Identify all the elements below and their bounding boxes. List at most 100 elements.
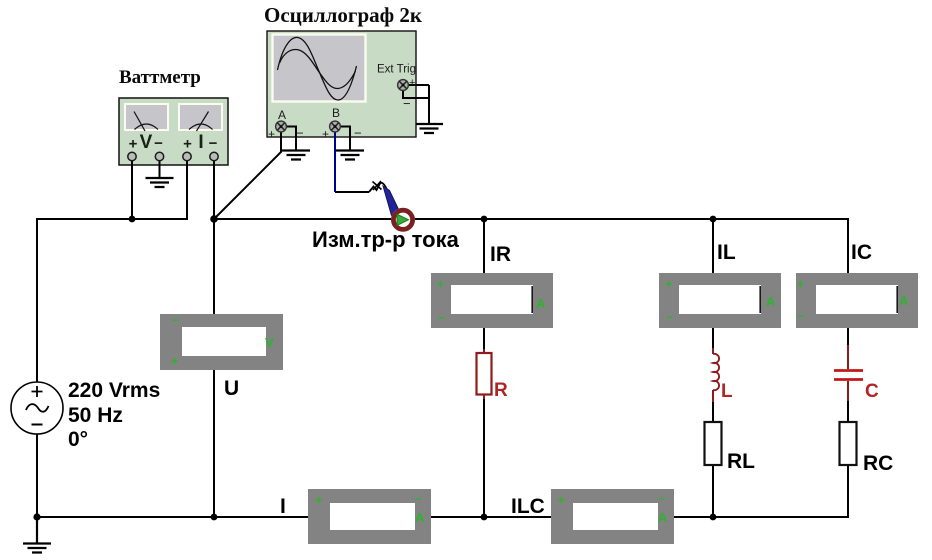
junction-dot <box>210 513 218 521</box>
junction-dot <box>709 215 717 223</box>
wattmeter-i-plus: + <box>183 136 192 153</box>
oscilloscope-screen <box>271 33 367 103</box>
oscilloscope-title: Осциллограф 2к <box>264 3 423 27</box>
inductor-l-label: L <box>721 381 733 402</box>
wire-top-bus-right[interactable] <box>214 218 849 273</box>
meter-block-ir[interactable]: + − A IR <box>431 243 553 328</box>
meter-il-label: IL <box>717 241 736 264</box>
meter-il-plus: + <box>665 277 672 291</box>
resistor-r-body[interactable] <box>475 351 493 396</box>
probe-ring[interactable] <box>390 207 415 232</box>
source-frequency-label: 50 Hz <box>68 404 123 427</box>
wattmeter-voltage-scale-arc <box>134 123 159 130</box>
wattmeter-terminal-iplus[interactable] <box>182 151 192 162</box>
wires <box>36 191 849 518</box>
meter-block-il[interactable]: + − A IL <box>659 241 781 328</box>
meter-block-ic[interactable]: + − A IC <box>796 241 918 328</box>
current-probe[interactable]: Изм.тр-р тока <box>312 180 460 252</box>
meter-block-i[interactable]: + − A I <box>280 489 431 544</box>
wire-oscA-diagonal[interactable] <box>213 131 282 220</box>
meter-ilc-plus: + <box>558 493 565 507</box>
wattmeter-current-display <box>178 103 223 131</box>
exttrig-label: Ext Trig <box>377 64 416 76</box>
meter-ir-label: IR <box>490 243 511 266</box>
resistor-rc[interactable]: RC <box>838 420 894 475</box>
meter-u-display <box>182 327 266 356</box>
capacitor-c-label: C <box>865 381 879 402</box>
meter-u-label: U <box>224 377 239 400</box>
meter-ilc-label: ILC <box>511 495 545 518</box>
wattmeter-wires <box>131 157 215 314</box>
junction-dot <box>480 513 488 521</box>
wattmeter-terminal-iminus[interactable] <box>209 151 219 162</box>
probe-squiggle-wire <box>368 181 388 193</box>
exttrig-terminal[interactable] <box>396 78 410 92</box>
channel-a-plus: + <box>268 127 275 141</box>
capacitor-c[interactable]: C <box>834 345 879 402</box>
ground-exttrig[interactable] <box>415 122 443 135</box>
meter-u-plus: + <box>171 354 178 368</box>
inductor-l-coil[interactable] <box>709 352 720 392</box>
meter-ir-plus: + <box>437 277 444 291</box>
resistor-rc-label: RC <box>863 452 893 475</box>
wattmeter-terminal-vplus[interactable] <box>127 151 137 162</box>
wattmeter-v-minus: − <box>154 135 163 152</box>
wattmeter-terminals <box>127 151 219 162</box>
ac-source[interactable]: 220 Vrms 50 Hz 0° <box>10 379 160 451</box>
wire-oscB-ground-lead[interactable] <box>339 125 351 151</box>
ground-bars <box>336 149 364 161</box>
exttrig-plus: + <box>409 77 415 89</box>
junction-dot <box>480 215 488 223</box>
ground-source[interactable] <box>23 517 51 554</box>
inductor-l[interactable]: L <box>709 348 733 402</box>
ground-osc-b[interactable] <box>336 149 364 161</box>
oscilloscope-wires <box>213 84 430 220</box>
exttrig-minus: − <box>403 96 411 111</box>
wattmeter-terminal-vminus[interactable] <box>154 151 165 162</box>
ground-wattmeter[interactable] <box>145 176 174 189</box>
channel-b-terminal[interactable] <box>328 120 342 133</box>
wattmeter-current-needle <box>195 111 210 132</box>
meter-ic-minus: − <box>798 309 805 323</box>
junction-dots <box>33 215 717 521</box>
waveform-trace-a <box>276 36 358 101</box>
ground-osc-a[interactable] <box>282 149 310 161</box>
meter-il-minus: − <box>666 310 673 324</box>
resistor-rl-body[interactable] <box>703 420 723 467</box>
channel-b-minus: − <box>354 126 362 141</box>
wattmeter[interactable]: Ваттметр + V − + I − <box>118 67 229 314</box>
wattmeter-i-letter: I <box>198 132 203 153</box>
ac-source-sine-icon <box>25 403 50 413</box>
meter-i-minus: − <box>415 492 422 506</box>
resistor-rl[interactable]: RL <box>703 420 756 473</box>
resistor-r-label: R <box>494 380 508 401</box>
wattmeter-i-minus: − <box>209 135 218 152</box>
wire-oscA-ground-lead[interactable] <box>285 125 297 151</box>
meter-il-display <box>679 285 761 314</box>
oscilloscope[interactable]: Осциллограф 2к Ext Trig + − A + <box>213 3 430 220</box>
wire-bottom-bus-right[interactable] <box>674 465 849 518</box>
meter-i-display <box>330 503 415 530</box>
meter-i-label: I <box>280 495 286 518</box>
wire-exttrig-minus[interactable] <box>402 89 429 99</box>
meter-ic-display <box>816 285 898 314</box>
meter-u-minus: − <box>172 313 179 327</box>
ground-symbols <box>23 122 443 554</box>
meter-block-u[interactable]: − + V U <box>160 313 283 400</box>
meter-block-ilc[interactable]: + − A ILC <box>511 489 674 544</box>
channel-a-terminal[interactable] <box>274 120 288 133</box>
wattmeter-voltage-needle <box>133 111 146 132</box>
channel-b-plus: + <box>322 127 329 141</box>
ground-bars <box>23 542 51 554</box>
resistor-r[interactable]: R <box>475 349 509 401</box>
ground-bars <box>415 122 443 135</box>
channel-b-label: B <box>332 106 340 120</box>
ground-bars <box>145 176 174 189</box>
ac-source-plus-sign <box>31 386 43 397</box>
wire-top-bus-left[interactable] <box>36 218 188 382</box>
resistor-rc-body[interactable] <box>838 420 858 467</box>
channel-a-screw-center <box>279 125 283 128</box>
meter-il-unit: A <box>766 294 776 309</box>
meter-i-plus: + <box>315 493 322 507</box>
